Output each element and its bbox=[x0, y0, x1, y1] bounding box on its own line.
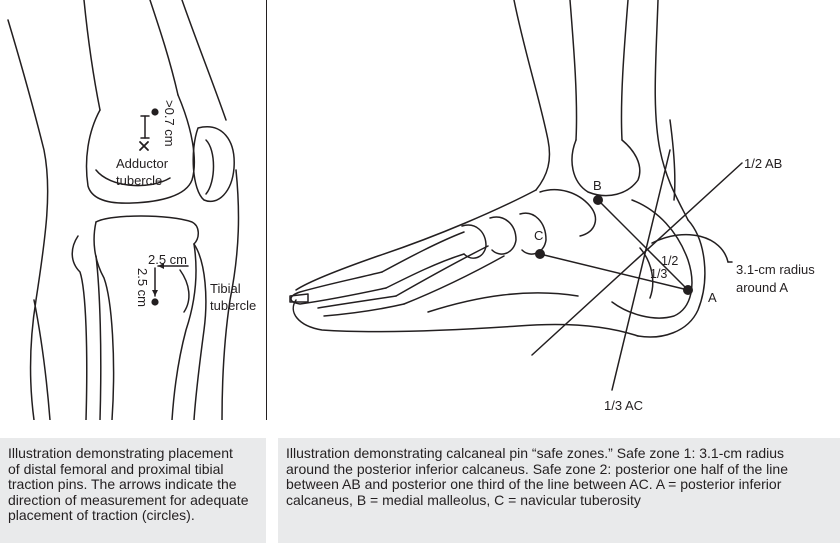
fibula-head bbox=[71, 235, 88, 420]
toe-nail bbox=[289, 293, 309, 303]
femur-shaft bbox=[83, 0, 101, 111]
thigh-front bbox=[181, 0, 227, 121]
metatarsal-3 bbox=[403, 255, 505, 305]
label-25cm-v: 2.5 cm bbox=[135, 268, 150, 307]
caption-line: between AB and posterior one third of th… bbox=[286, 476, 782, 492]
caption-line: Illustration demonstrating placement bbox=[8, 445, 233, 461]
toe-2 bbox=[317, 295, 397, 309]
femur-shaft-medial bbox=[149, 0, 179, 96]
metatarsal-1 bbox=[381, 231, 465, 273]
label-tibial-tubercle: tubercle bbox=[210, 298, 256, 313]
label-c: C bbox=[534, 228, 543, 243]
label-b: B bbox=[593, 178, 602, 193]
tibial-plateau bbox=[95, 215, 199, 245]
tibia-shaft-b bbox=[620, 0, 629, 141]
tibia-lateral bbox=[93, 221, 115, 420]
leg-front bbox=[513, 0, 551, 191]
toe-3 bbox=[323, 303, 405, 317]
arch-line bbox=[427, 292, 579, 313]
label-adductor: Adductor bbox=[116, 156, 169, 171]
adductor-x-mark bbox=[139, 141, 149, 151]
foot-dorsum bbox=[295, 189, 537, 291]
caption-line: placement of traction (circles). bbox=[8, 507, 195, 523]
caption-line: calcaneus, B = medial malleolus, C = nav… bbox=[286, 491, 641, 508]
label-half-ab: 1/2 AB bbox=[744, 156, 782, 171]
radius-arc bbox=[651, 233, 729, 263]
line-ac bbox=[539, 253, 689, 291]
caption-line: traction pins. The arrows indicate the bbox=[8, 476, 237, 492]
leg-back bbox=[654, 0, 689, 221]
caption-line: around the posterior inferior calcaneus.… bbox=[286, 460, 788, 477]
line-half-ab bbox=[531, 162, 743, 356]
line-third-ac bbox=[611, 149, 671, 391]
caption-line: direction of measurement for adequate bbox=[8, 491, 249, 508]
heel-outline bbox=[637, 219, 706, 338]
caption-knee: Illustration demonstrating placement of … bbox=[0, 438, 266, 543]
femoral-pin-circle bbox=[151, 108, 159, 116]
fibula-line bbox=[669, 119, 676, 201]
navicular bbox=[519, 212, 547, 255]
label-07cm: >0.7 cm bbox=[162, 100, 177, 147]
caption-foot: Illustration demonstrating calcaneal pin… bbox=[278, 438, 840, 543]
talus bbox=[539, 188, 597, 237]
patella-inner bbox=[205, 139, 215, 195]
shin-outline bbox=[221, 169, 240, 420]
tibia-inner-contour bbox=[179, 269, 190, 313]
condyle-inner-curve bbox=[95, 169, 171, 187]
label-a: A bbox=[708, 290, 717, 305]
metatarsal-2 bbox=[395, 245, 489, 297]
point-a bbox=[683, 285, 693, 295]
cuneiform-a bbox=[489, 216, 517, 255]
foot-illustration: 1/2 AB B C 1/2 1/3 A 3.1-cm radius aroun… bbox=[289, 0, 815, 413]
label-around-a: around A bbox=[736, 280, 788, 295]
metatarsal-1b bbox=[385, 253, 465, 289]
cuneiform-b bbox=[461, 224, 487, 259]
foot-sole bbox=[292, 299, 639, 337]
label-tibial: Tibial bbox=[210, 281, 241, 296]
tibia-medial bbox=[171, 243, 197, 420]
tibial-tubercle-bump bbox=[193, 243, 207, 420]
tibial-pin-circle bbox=[151, 298, 159, 306]
knee-illustration: >0.7 cm Adductor tubercle 2.5 cm 2.5 cm … bbox=[7, 0, 256, 420]
caption-line: of distal femoral and proximal tibial bbox=[8, 460, 224, 477]
label-25cm-h: 2.5 cm bbox=[148, 252, 187, 267]
medial-malleolus bbox=[571, 139, 641, 197]
point-b bbox=[593, 195, 603, 205]
label-third: 1/3 bbox=[650, 267, 667, 281]
tibia-shaft-a bbox=[569, 0, 578, 141]
calcaneus-inner bbox=[639, 247, 654, 299]
fibula-inner bbox=[95, 255, 102, 420]
toe-big bbox=[290, 271, 387, 305]
patella bbox=[192, 126, 235, 203]
calf-outline bbox=[33, 299, 51, 420]
caption-line: Illustration demonstrating calcaneal pin… bbox=[286, 445, 785, 461]
calcaneus bbox=[611, 199, 693, 319]
label-third-ac: 1/3 AC bbox=[604, 398, 643, 413]
label-half: 1/2 bbox=[661, 254, 678, 268]
point-c bbox=[535, 249, 545, 259]
line-ab bbox=[597, 199, 689, 291]
thigh-outline bbox=[7, 19, 49, 420]
label-radius: 3.1-cm radius bbox=[736, 262, 815, 277]
label-tubercle: tubercle bbox=[116, 173, 162, 188]
panel-divider bbox=[266, 0, 267, 420]
